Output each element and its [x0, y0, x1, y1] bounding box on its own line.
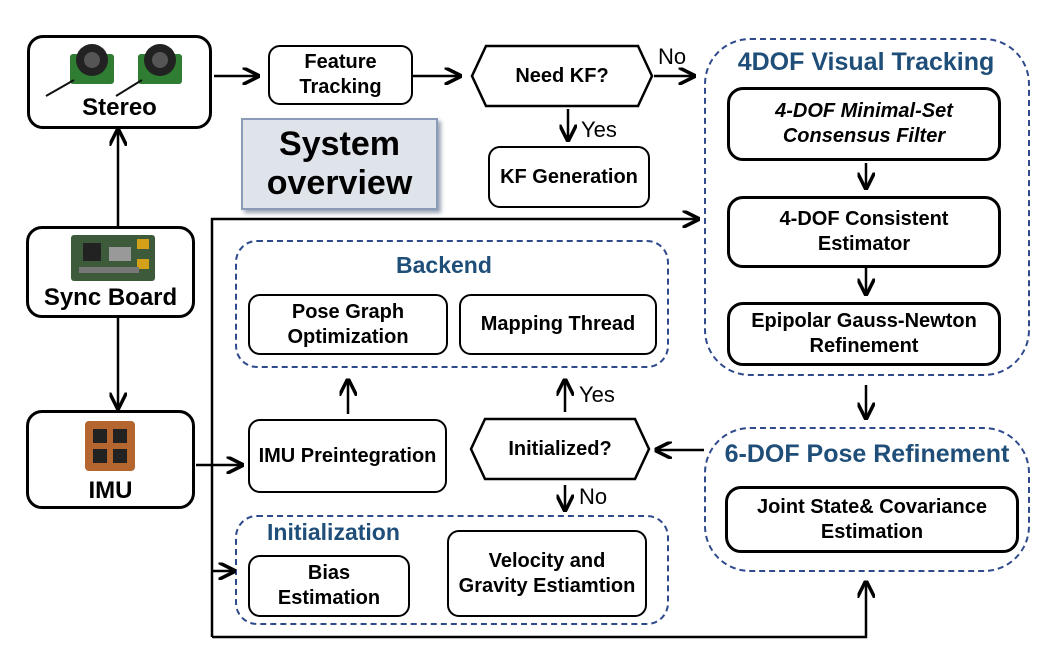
circuit-board-icon [71, 235, 155, 281]
imu-chip-icon [85, 421, 135, 471]
epipolar-refinement-box: Epipolar Gauss-Newton Refinement [727, 302, 1001, 366]
sync-board-label: Sync Board [43, 284, 178, 311]
backend-title: Backend [396, 252, 492, 278]
bias-estimation-box: Bias Estimation [248, 555, 410, 617]
consistent-estimator-box: 4-DOF Consistent Estimator [727, 196, 1001, 268]
yes-label-kf: Yes [581, 117, 617, 142]
initialized-decision: Initialized? [469, 417, 651, 481]
yes-label-init: Yes [579, 382, 615, 407]
stereo-device: Stereo [27, 35, 212, 129]
initialized-label: Initialized? [508, 437, 612, 460]
initialization-title: Initialization [267, 519, 400, 545]
imu-device: IMU [26, 410, 195, 509]
imu-label: IMU [88, 477, 133, 504]
no-label-top: No [658, 44, 687, 69]
arrow-bus-to-refinement [212, 582, 866, 639]
feature-tracking-box: Feature Tracking [268, 45, 413, 105]
pose-refinement-title: 6-DOF Pose Refinement [724, 440, 1010, 468]
stereo-label: Stereo [82, 94, 157, 121]
arrow-bus-to-tracking [210, 219, 698, 637]
no-label-init: No [579, 484, 608, 509]
visual-tracking-title: 4DOF Visual Tracking [737, 48, 995, 76]
pose-graph-box: Pose Graph Optimization [248, 294, 448, 355]
stereo-camera-icon [45, 44, 182, 97]
need-kf-label: Need KF? [515, 64, 609, 87]
page-title: System overview [241, 118, 438, 210]
minimal-set-box: 4-DOF Minimal-Set Consensus Filter [727, 87, 1001, 161]
kf-generation-box: KF Generation [488, 146, 650, 208]
joint-state-box: Joint State& Covariance Estimation [725, 486, 1019, 553]
imu-preintegration-box: IMU Preintegration [248, 419, 447, 493]
velocity-gravity-box: Velocity and Gravity Estiamtion [447, 530, 647, 617]
sync-board-device: Sync Board [26, 226, 195, 318]
need-kf-decision: Need KF? [470, 44, 654, 108]
mapping-thread-box: Mapping Thread [459, 294, 657, 355]
minimal-set-label: 4-DOF Minimal-Set Consensus Filter [775, 100, 953, 147]
